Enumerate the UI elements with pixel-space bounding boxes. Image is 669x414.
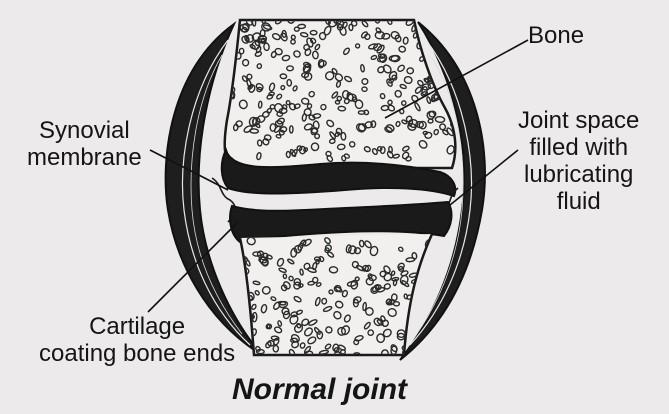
- bone-pore: [428, 262, 435, 269]
- upper-bone: [222, 16, 462, 168]
- label-cartilage: Cartilage coating bone ends: [39, 313, 235, 367]
- bone-pore: [222, 83, 230, 91]
- bone-pore: [414, 309, 419, 319]
- bone-pore: [423, 301, 430, 307]
- bone-pore: [223, 67, 231, 74]
- bone-pore: [437, 19, 448, 30]
- label-joint-line2: filled with: [518, 134, 639, 161]
- bone-pore: [230, 47, 235, 56]
- bone-pore: [419, 310, 424, 314]
- label-cartilage-line2: coating bone ends: [39, 340, 235, 367]
- bone-pore: [441, 30, 448, 36]
- label-bone-text: Bone: [528, 22, 584, 49]
- bone-pore: [429, 66, 435, 71]
- bone-pore: [421, 264, 430, 274]
- label-synovial-line1: Synovial: [27, 117, 142, 144]
- bone-pore: [223, 61, 229, 68]
- label-synovial-membrane: Synovial membrane: [27, 117, 142, 171]
- bone-pore: [422, 264, 429, 271]
- bone-pore: [414, 296, 421, 304]
- label-joint-line4: fluid: [518, 188, 639, 215]
- bone-pore: [426, 284, 433, 293]
- label-joint-line3: lubricating: [518, 161, 639, 188]
- bone-pore: [446, 31, 453, 39]
- bone-pore: [446, 17, 454, 25]
- label-synovial-line2: membrane: [27, 144, 142, 171]
- label-joint-line1: Joint space: [518, 107, 639, 134]
- lower-bone: [236, 234, 435, 359]
- figure-title: Normal joint: [232, 373, 407, 407]
- label-joint-space: Joint space filled with lubricating flui…: [518, 107, 639, 215]
- label-bone: Bone: [528, 22, 584, 49]
- bone-pore: [424, 257, 431, 264]
- label-cartilage-line1: Cartilage: [39, 313, 235, 340]
- bone-pore: [442, 39, 447, 43]
- bone-pore: [455, 20, 460, 25]
- bone-pore: [451, 18, 456, 24]
